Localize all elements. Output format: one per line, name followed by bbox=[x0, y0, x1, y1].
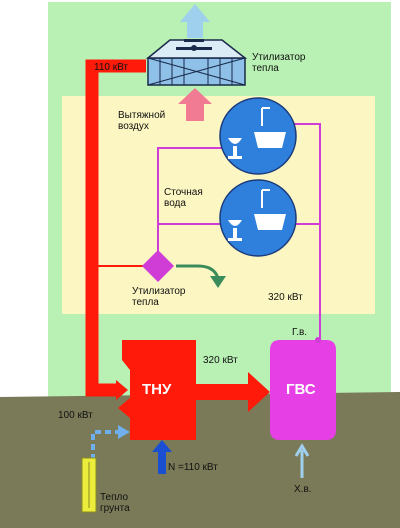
heat-exchanger-icon bbox=[145, 39, 248, 86]
recuperator-diamond bbox=[142, 250, 174, 282]
heat-flow-arrowhead bbox=[116, 380, 128, 400]
label-power-100: 100 кВт bbox=[58, 410, 93, 421]
label-power-320-mid: 320 кВт bbox=[203, 355, 238, 366]
fan-icon bbox=[176, 39, 212, 51]
power-arrow bbox=[152, 440, 172, 474]
label-power-top: 110 кВт bbox=[94, 62, 129, 73]
label-cold-water: Х.в. bbox=[294, 484, 312, 495]
hot-water-outlet bbox=[315, 337, 321, 343]
bath-icon bbox=[219, 179, 297, 257]
exhaust-arrow bbox=[178, 88, 212, 121]
bath-icon bbox=[219, 97, 297, 175]
drain-outflow bbox=[176, 264, 220, 279]
cold-water-arrow bbox=[294, 443, 310, 478]
label-power-n: N =110 кВт bbox=[168, 462, 218, 473]
label-waste-water: Сточная вода bbox=[164, 187, 203, 209]
label-ground-heat: Тепло грунта bbox=[100, 492, 130, 514]
label-hot-water: Г.в. bbox=[292, 327, 308, 338]
label-recuperator-bottom: Утилизатор тепла bbox=[132, 286, 186, 308]
outflow-arrow bbox=[180, 4, 210, 38]
label-power-320-right: 320 кВт bbox=[268, 292, 303, 303]
drain-arrowhead bbox=[210, 276, 226, 288]
label-heat-pump: ТНУ bbox=[142, 381, 172, 398]
heat-flow-main bbox=[85, 59, 146, 397]
label-recuperator-top: Утилизатор тепла bbox=[252, 52, 306, 74]
heat-pump bbox=[118, 340, 196, 440]
label-exhaust-air: Вытяжной воздух bbox=[118, 110, 166, 132]
ground-heat-flow bbox=[91, 430, 120, 470]
label-dhw: ГВС bbox=[286, 381, 316, 398]
ground-heat-arrowhead bbox=[118, 425, 130, 439]
heat-pump-output-arrow bbox=[196, 372, 270, 412]
dhw-tank bbox=[270, 340, 336, 440]
